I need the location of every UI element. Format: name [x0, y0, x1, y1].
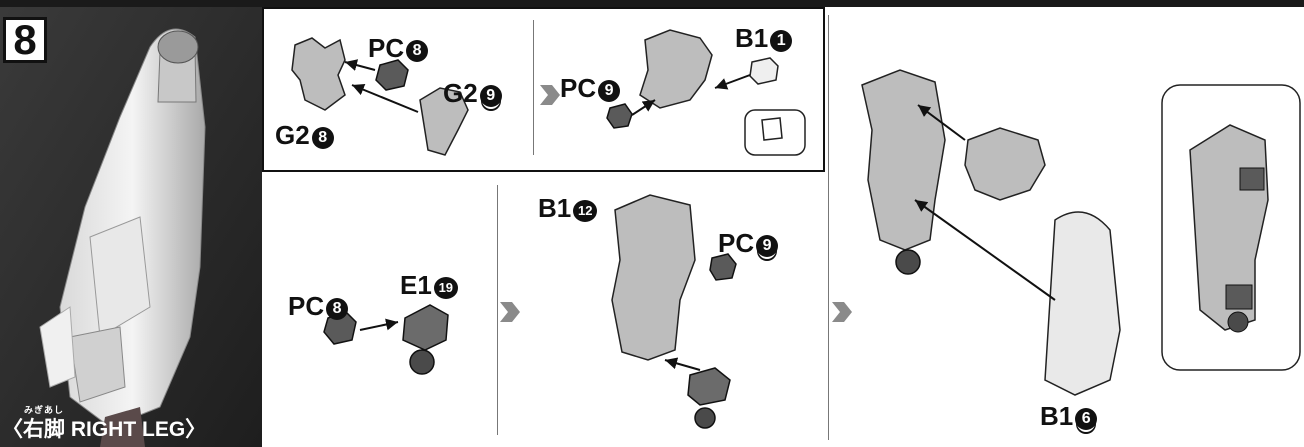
part-pc9-cap-2-drawing: [709, 253, 737, 281]
product-photo: 8 みぎあし 〈右脚 RIGHT LEG〉: [0, 7, 262, 447]
flow-arrow-1: [540, 85, 560, 105]
part-b1-1-drawing: [749, 57, 779, 85]
flow-arrow-3: [832, 302, 852, 322]
part-pc8-cap-drawing: [375, 59, 409, 91]
part-b1-12-frame-drawing: [611, 194, 696, 361]
top-bar: [0, 0, 1304, 7]
step-divider-1: [497, 185, 498, 435]
leg-photo-illustration: [0, 7, 262, 447]
e1-joint-drawing: [687, 367, 731, 406]
part-b1-6-cover-drawing: [1044, 211, 1121, 396]
caption-text: 〈右脚 RIGHT LEG〉: [2, 418, 207, 441]
part-e1-19-drawing: [402, 304, 449, 351]
step-divider-2: [828, 15, 829, 440]
part-g2-9-drawing: [419, 87, 469, 156]
part-g2-8-drawing: [291, 37, 346, 111]
part-pc9-cap-drawing: [606, 103, 633, 129]
assembled-hip-drawing: [639, 29, 713, 109]
substep-divider: [533, 20, 534, 155]
flow-arrow-2: [500, 302, 520, 322]
leg-caption: みぎあし 〈右脚 RIGHT LEG〉: [2, 405, 207, 443]
caption-ruby: みぎあし: [24, 405, 65, 415]
assembled-frame-drawing: [861, 69, 946, 251]
step-number: 8: [3, 17, 47, 63]
hip-block-drawing: [964, 127, 1046, 201]
